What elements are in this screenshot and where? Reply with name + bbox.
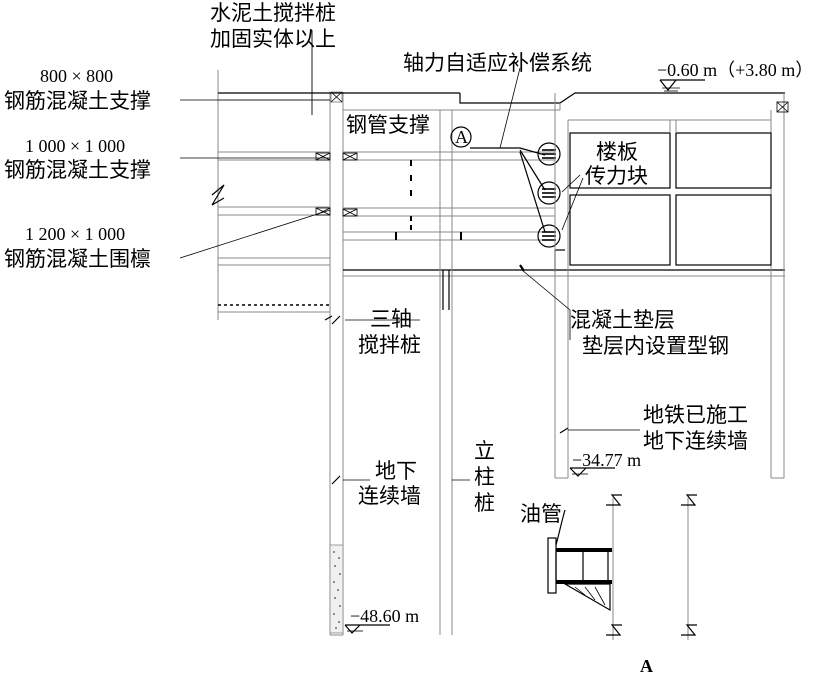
strut-levels <box>218 151 785 277</box>
label-axial-system: 轴力自适应补偿系统 <box>403 51 592 75</box>
label-detail-a: A <box>640 656 653 676</box>
left-diaphragm-wall <box>329 91 344 636</box>
label-waler-1200-name: 钢筋混凝土围檩 <box>4 247 151 271</box>
label-oil-pipe: 油管 <box>520 502 562 526</box>
label-waler-1200-size: 1 200 × 1 000 <box>25 224 125 244</box>
label-triaxial-pile-2: 搅拌桩 <box>358 333 421 357</box>
label-triaxial-pile-1: 三轴 <box>370 307 412 331</box>
label-force-block: 传力块 <box>585 164 648 188</box>
label-circle-a: A <box>455 127 468 147</box>
label-metro-wall-1: 地铁已施工 <box>643 403 748 427</box>
axial-compensation-jacks <box>470 142 565 272</box>
metro-structure <box>554 93 789 479</box>
circle-a-marker <box>450 126 472 148</box>
label-strut-800-name: 钢筋混凝土支撑 <box>4 89 151 113</box>
label-column-pile-1: 立 <box>474 439 495 463</box>
label-metro-wall-2: 地下连续墙 <box>643 429 748 453</box>
label-diaphragm-wall-1: 地下 <box>375 459 417 483</box>
label-column-pile-3: 桩 <box>474 491 495 515</box>
label-steel-pipe-strut: 钢管支撑 <box>346 113 430 137</box>
label-strut-1000-size: 1 000 × 1 000 <box>25 136 125 156</box>
label-diaphragm-wall-2: 连续墙 <box>358 484 421 508</box>
label-elevation-top: −0.60 m（+3.80 m） <box>657 60 813 80</box>
label-cement-pile-top-2: 加固实体以上 <box>210 27 336 51</box>
label-elevation-metro: −34.77 m <box>572 450 641 470</box>
top-beam <box>218 92 785 111</box>
column-pile <box>439 110 453 635</box>
label-column-pile-2: 柱 <box>474 465 495 489</box>
elevation-markers <box>344 79 705 634</box>
label-elevation-bottom: −48.60 m <box>350 606 419 626</box>
detail-a <box>547 494 697 640</box>
label-cushion-2: 垫层内设置型钢 <box>582 334 729 358</box>
label-floor-slab: 楼板 <box>596 140 638 164</box>
label-cement-pile-top-1: 水泥土搅拌桩 <box>210 1 336 25</box>
leader-lines <box>179 30 640 485</box>
label-cushion-1: 混凝土垫层 <box>570 308 675 332</box>
label-strut-800-size: 800 × 800 <box>40 66 113 86</box>
label-strut-1000-name: 钢筋混凝土支撑 <box>4 158 151 182</box>
